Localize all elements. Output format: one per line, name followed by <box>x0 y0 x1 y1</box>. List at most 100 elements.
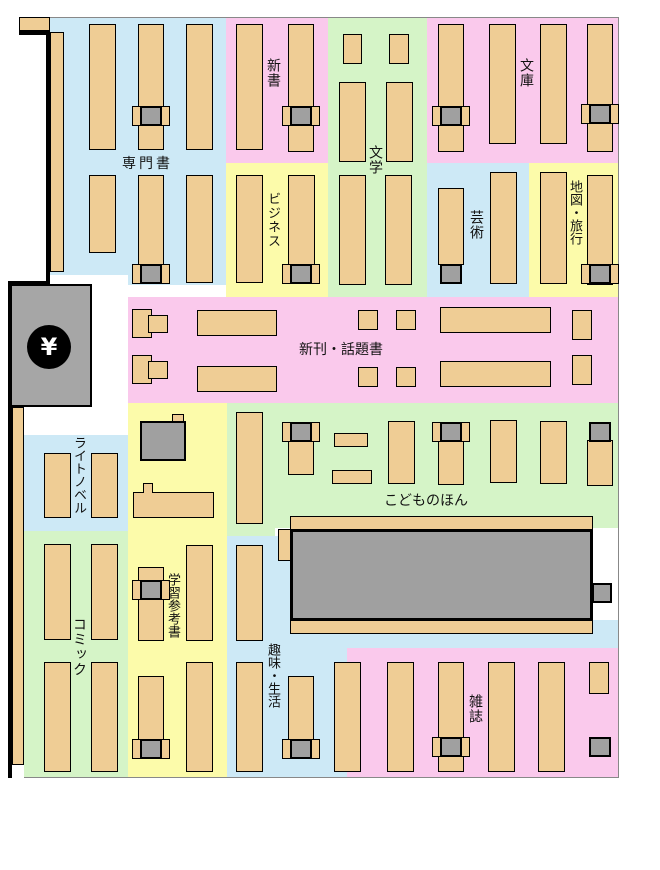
wall-shelf-left <box>12 407 24 765</box>
shelf <box>488 662 515 772</box>
shelf <box>387 662 414 772</box>
shelf <box>438 188 464 265</box>
pillar <box>290 106 312 126</box>
aisle-right <box>593 528 618 620</box>
shelf <box>138 567 164 641</box>
shelf <box>339 175 366 285</box>
shelf <box>148 361 168 379</box>
shelf <box>91 544 118 640</box>
pillar <box>589 737 611 757</box>
pillar <box>440 422 462 442</box>
shelf <box>589 662 609 694</box>
label-comic: コミック <box>71 617 87 677</box>
central-display-table[interactable] <box>290 529 593 621</box>
label-zasshi: 雑誌 <box>467 694 483 724</box>
shelf <box>389 34 409 64</box>
shelf <box>572 310 592 340</box>
table-shelf-top <box>290 516 593 530</box>
shelf <box>440 361 551 387</box>
zone-kodomo-ext <box>227 528 275 536</box>
shelf <box>540 421 567 484</box>
wall-shelf-topleft <box>19 17 50 31</box>
shelf <box>332 470 372 484</box>
register-aisle <box>35 407 128 435</box>
wall-left-mid <box>8 281 50 285</box>
shelf <box>386 82 413 162</box>
frame-bottom <box>10 777 619 778</box>
shelf <box>236 662 263 772</box>
label-light-novel: ライトノベル <box>71 436 86 514</box>
label-senmon: 専門書 <box>122 156 173 172</box>
label-geijutsu: 芸術 <box>468 210 484 240</box>
shelf <box>186 175 213 283</box>
pillar <box>589 264 611 284</box>
shelf <box>91 662 118 772</box>
label-shinsho: 新書 <box>265 58 281 88</box>
shelf <box>540 172 567 284</box>
wall-left-upper <box>46 31 50 281</box>
shelf <box>186 24 213 150</box>
shelf <box>148 315 168 333</box>
shelf <box>358 367 378 387</box>
pillar <box>290 264 312 284</box>
shelf <box>138 24 164 150</box>
pillar <box>440 264 462 284</box>
pillar <box>290 739 312 759</box>
shelf <box>89 175 116 253</box>
shelf <box>438 24 464 152</box>
shelf <box>186 545 213 641</box>
label-shinkan: 新刊・話題書 <box>299 342 383 358</box>
pillar <box>140 264 162 284</box>
label-bunko: 文庫 <box>518 58 534 88</box>
yen-icon: ¥ <box>27 325 71 369</box>
pillar <box>589 104 611 124</box>
shelf <box>44 453 71 518</box>
shelf <box>334 433 368 447</box>
pillar <box>140 421 186 461</box>
shelf <box>339 82 366 162</box>
shelf <box>587 24 613 152</box>
pillar <box>290 422 312 442</box>
shelf <box>396 367 416 387</box>
pillar <box>140 739 162 759</box>
shelf <box>490 172 517 284</box>
shelf <box>89 24 116 150</box>
pillar <box>589 422 611 442</box>
pillar <box>140 580 162 600</box>
frame-right <box>618 17 619 777</box>
pillar <box>140 106 162 126</box>
shelf <box>236 24 263 150</box>
label-bungaku: 文学 <box>367 145 383 175</box>
shelf <box>133 492 214 518</box>
label-shumi: 趣味・生活 <box>265 643 280 708</box>
shelf <box>288 24 314 152</box>
table-shelf-bottom <box>290 620 593 634</box>
shelf <box>197 310 277 336</box>
shelf <box>587 440 613 486</box>
shelf <box>186 662 213 772</box>
shelf <box>143 483 153 493</box>
shelf <box>490 420 517 483</box>
shelf <box>396 310 416 330</box>
shelf <box>572 355 592 385</box>
shelf <box>44 544 71 640</box>
shelf <box>538 662 565 772</box>
shelf <box>358 310 378 330</box>
shelf <box>334 662 361 772</box>
label-gakushu: 学習参考書 <box>165 573 180 638</box>
pillar <box>440 737 462 757</box>
pillar <box>592 583 612 603</box>
wall-shelf-top <box>50 32 64 272</box>
pillar <box>440 106 462 126</box>
shelf <box>440 307 551 333</box>
shelf <box>385 175 412 285</box>
shelf <box>236 412 263 524</box>
label-kodomo: こどものほん <box>384 493 468 509</box>
shelf <box>197 366 277 392</box>
shelf <box>91 453 118 518</box>
shelf <box>236 175 263 283</box>
shelf <box>489 24 516 144</box>
shelf <box>236 545 263 641</box>
shelf <box>388 421 415 484</box>
